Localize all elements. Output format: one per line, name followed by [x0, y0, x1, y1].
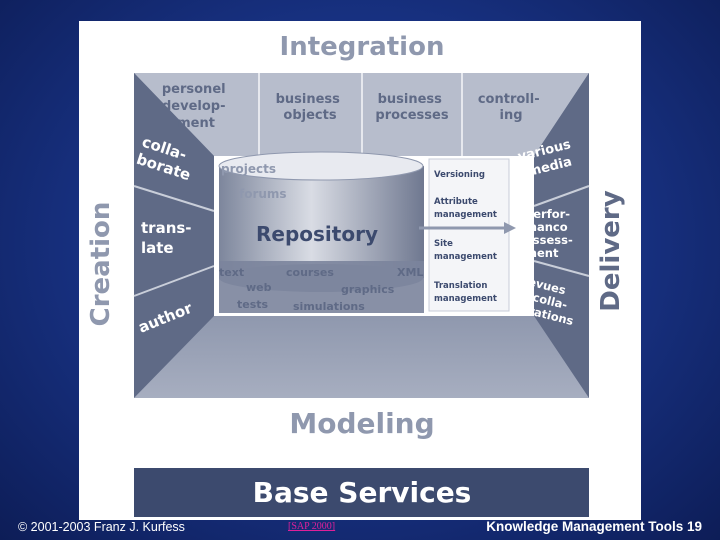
- repo-word-courses: courses: [286, 266, 334, 279]
- repo-word-web: web: [246, 281, 272, 294]
- slide-title: Knowledge Management Tools 19: [486, 519, 702, 534]
- integration-cell-business-processes: business processes: [375, 92, 448, 123]
- mgmt-translation: Translation management: [434, 281, 497, 304]
- left-cell-collaborate: colla- borate: [134, 133, 198, 185]
- integration-cell-business-objects: business objects: [276, 92, 345, 123]
- right-cell-performance: perfor- manco assess- ment: [525, 207, 577, 260]
- repository-label: Repository: [256, 222, 378, 246]
- creation-label: Creation: [86, 202, 116, 327]
- reference-link[interactable]: [SAP 2000]: [288, 521, 336, 532]
- mgmt-attribute: Attribute management: [434, 197, 497, 220]
- integration-label: Integration: [280, 32, 445, 62]
- delivery-label: Delivery: [596, 190, 626, 311]
- modeling-label: Modeling: [289, 407, 434, 440]
- repo-word-projects: projects: [221, 162, 276, 176]
- left-cell-translate: trans- late: [141, 219, 197, 257]
- repo-word-simulations: simulations: [293, 300, 365, 313]
- repo-word-graphics: graphics: [341, 283, 395, 296]
- repo-word-xml: XML: [397, 266, 423, 279]
- integration-cell-personel: personel develop- ment: [162, 82, 230, 131]
- mgmt-versioning: Versioning: [434, 170, 485, 180]
- repo-word-text: text: [219, 266, 244, 279]
- base-services-label: Base Services: [253, 476, 472, 509]
- integration-cell-controlling: controll- ing: [478, 92, 544, 123]
- copyright-text: © 2001-2003 Franz J. Kurfess: [18, 520, 185, 534]
- repo-word-forums: forums: [239, 187, 287, 201]
- mgmt-site: Site management: [434, 239, 497, 262]
- repo-word-tests: tests: [237, 298, 269, 311]
- architecture-diagram: Integration personel develop- ment busin…: [79, 21, 641, 520]
